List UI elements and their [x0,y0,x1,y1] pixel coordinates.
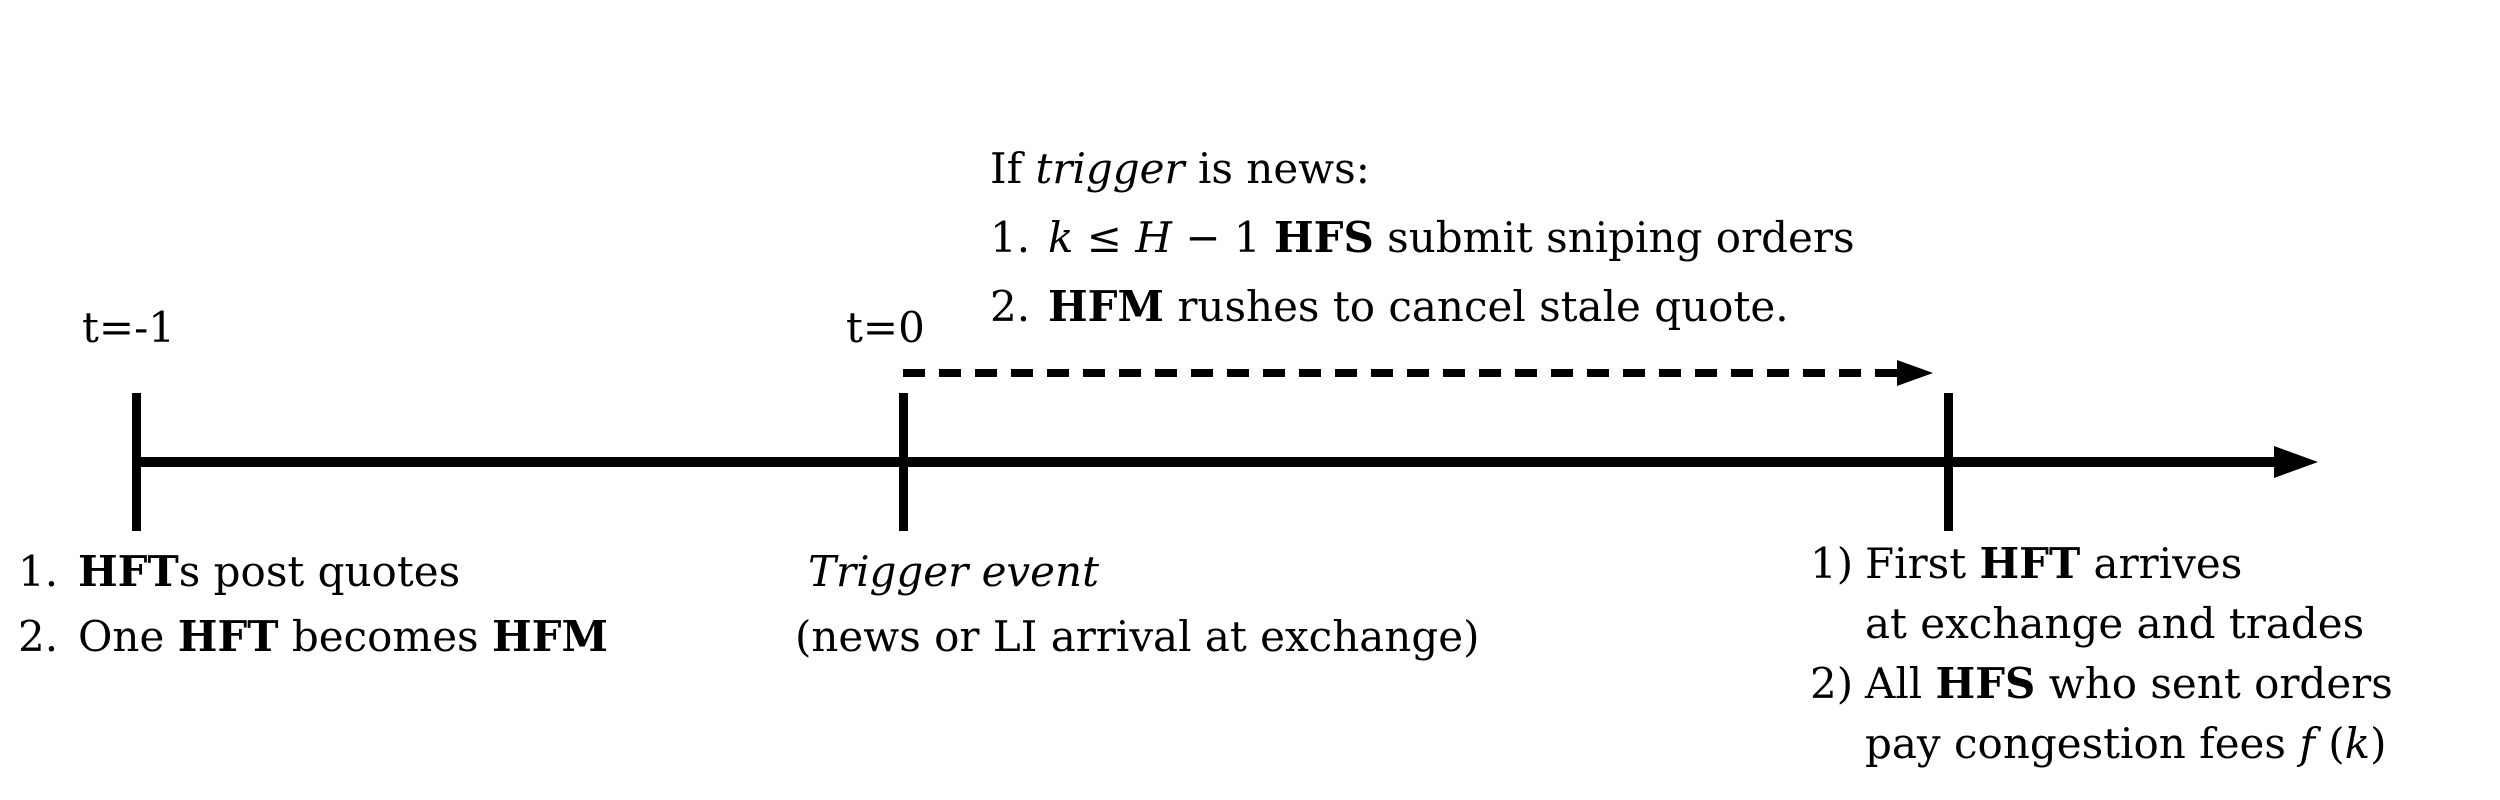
upper-annotation-intro: If trigger is news: [990,134,1855,203]
item-number: 2) [1810,659,1854,708]
intro-pre: If [990,144,1036,193]
math-H: H [1135,213,1172,262]
actor-hft: HFT [1979,539,2081,588]
label-t-zero: t=0 [846,303,925,352]
item-rest: s post quotes [178,547,461,596]
upper-annotation-item-1: 1. k ≤ H − 1 HFS submit sniping orders [990,203,1855,272]
event-right-item-2: 2) All HFS who sent orders pay congestio… [1810,654,2393,774]
event-block-t-minus-1: 1. HFTs post quotes 2. One HFT becomes H… [18,539,608,669]
item-line-2: at exchange and trades [1865,599,2365,648]
dashed-arrowhead-icon [1897,360,1933,386]
time-axis-arrowhead-icon [2274,446,2318,478]
upper-annotation-item-2: 2. HFM rushes to cancel stale quote. [990,272,1855,341]
math-f: f [2299,719,2315,768]
item-mid: becomes [278,612,492,661]
label-t-minus-1: t=-1 [82,303,175,352]
math-k: k [2344,719,2371,768]
dashed-arrow-line [903,369,1898,377]
item-text: k ≤ H − 1 HFS submit sniping orders [1048,203,1855,272]
actor-hfm: HFM [1048,282,1164,331]
paren-close: ) [2370,719,2387,768]
tick-arrival [1944,393,1953,531]
time-axis [132,457,2276,467]
actor-hft: HFT [177,612,279,661]
actor-hfs: HFS [1935,659,2036,708]
item-rest: submit sniping orders [1373,213,1855,262]
item-text: First HFT arrives at exchange and trades [1865,534,2364,654]
item-post: arrives [2080,539,2243,588]
event-block-trigger: Trigger event (news or LI arrival at exc… [795,539,1479,669]
item-text: One HFT becomes HFM [78,604,608,669]
item-text: HFTs post quotes [78,539,460,604]
event-left-item-1: 1. HFTs post quotes [18,539,608,604]
item-rest: rushes to cancel stale quote. [1164,282,1789,331]
paren-open: ( [2314,719,2345,768]
item-line-1: All HFS who sent orders [1865,654,2393,714]
item-number: 2. [990,282,1031,331]
intro-emph: trigger [1035,144,1185,193]
upper-annotation: If trigger is news: 1. k ≤ H − 1 HFS sub… [990,134,1855,341]
trigger-event-subtitle: (news or LI arrival at exchange) [795,612,1480,661]
trigger-event-title: Trigger event [808,547,1099,596]
item-text: HFM rushes to cancel stale quote. [1048,272,1789,341]
event-left-item-2: 2. One HFT becomes HFM [18,604,608,669]
event-right-item-1: 1) First HFT arrives at exchange and tra… [1810,534,2393,654]
item-pre: First [1865,539,1980,588]
minus-one: − 1 [1172,213,1274,262]
actor-hft: HFT [78,547,179,596]
fees-text: pay congestion fees [1865,719,2300,768]
item-number: 1. [18,547,59,596]
tick-t-zero [899,393,908,531]
item-pre: One [78,612,178,661]
item-number: 2. [18,612,59,661]
item-number: 1. [990,213,1031,262]
leq-symbol: ≤ [1073,213,1136,262]
item-line-2: pay congestion fees f (k) [1865,714,2393,774]
event-block-arrival: 1) First HFT arrives at exchange and tra… [1810,534,2393,774]
item-post: who sent orders [2035,659,2393,708]
intro-post: is news: [1184,144,1370,193]
item-pre: All [1865,659,1936,708]
actor-hfm: HFM [491,612,608,661]
actor-hfs: HFS [1273,213,1374,262]
item-number: 1) [1810,539,1854,588]
math-k: k [1048,213,1074,262]
tick-t-minus-1 [132,393,141,531]
item-text: All HFS who sent orders pay congestion f… [1865,654,2393,774]
item-line-1: First HFT arrives [1865,534,2364,594]
